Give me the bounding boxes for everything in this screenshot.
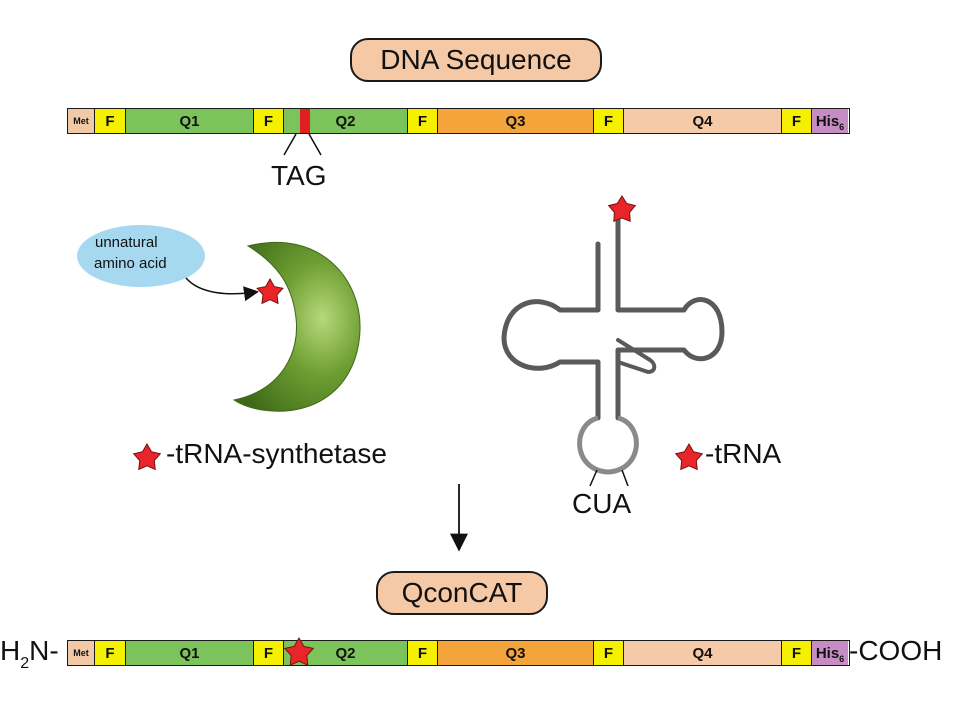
segment-met-label: Met xyxy=(73,648,89,658)
amino-acid-arrow xyxy=(185,277,259,302)
segment-f-label: F xyxy=(105,644,115,662)
trna-legend-star xyxy=(674,442,704,471)
segment-q2-label: Q2 xyxy=(335,112,356,130)
segment-f-label: F xyxy=(603,112,614,130)
trna-structure xyxy=(501,217,725,421)
segment-f-label: F xyxy=(791,112,802,130)
segment-q4-label: Q4 xyxy=(692,644,713,662)
segment-his-subscript: 6 xyxy=(839,654,845,664)
cua-label: CUA xyxy=(572,488,632,519)
n-terminus-rest: N- xyxy=(29,635,59,666)
n-terminus-subscript: 2 xyxy=(20,655,30,672)
dna-sequence-title: DNA Sequence xyxy=(350,38,602,82)
segment-f: F xyxy=(254,109,284,133)
trna-anticodon-loop xyxy=(577,415,639,475)
trna-synthetase-shape xyxy=(232,241,361,412)
unnatural-amino-acid-star xyxy=(256,277,284,305)
qconcat-title-text: QconCAT xyxy=(401,577,523,608)
segment-f: F xyxy=(782,641,812,665)
segment-his-label: His xyxy=(815,644,840,662)
n-terminus-label: H2N- xyxy=(0,635,59,672)
incorporated-amino-acid-star xyxy=(283,636,315,667)
dna-sequence-title-text: DNA Sequence xyxy=(380,44,572,75)
synthetase-legend-star xyxy=(132,442,162,471)
segment-f: F xyxy=(594,641,624,665)
synthetase-legend-label: -tRNA-synthetase xyxy=(166,438,387,469)
segment-f: F xyxy=(782,109,812,133)
segment-q1-label: Q1 xyxy=(179,644,200,662)
segment-f: F xyxy=(95,109,126,133)
trna-legend-label: -tRNA xyxy=(705,438,782,469)
segment-q3-label: Q3 xyxy=(505,112,526,130)
segment-f-label: F xyxy=(263,112,274,130)
segment-met: Met xyxy=(68,641,95,665)
segment-q4-label: Q4 xyxy=(692,112,713,130)
segment-f: F xyxy=(408,109,438,133)
qconcat-title: QconCAT xyxy=(376,571,548,615)
tag-connector xyxy=(283,133,322,156)
c-terminus-label: -COOH xyxy=(849,635,943,666)
segment-f-label: F xyxy=(791,644,802,662)
segment-q1: Q1 xyxy=(126,109,254,133)
segment-f-label: F xyxy=(263,644,274,662)
segment-f: F xyxy=(594,109,624,133)
segment-his-subscript: 6 xyxy=(839,122,845,132)
segment-his-label: His xyxy=(815,112,840,130)
segment-f-label: F xyxy=(417,644,428,662)
segment-f: F xyxy=(95,641,126,665)
segment-f-label: F xyxy=(603,644,614,662)
segment-q4: Q4 xyxy=(624,109,782,133)
tag-codon-marker xyxy=(300,109,310,133)
cua-connector xyxy=(589,469,629,487)
unnatural-amino-acid-bubble xyxy=(77,225,205,287)
segment-f: F xyxy=(408,641,438,665)
segment-q3: Q3 xyxy=(438,641,594,665)
segment-met: Met xyxy=(68,109,95,133)
segment-q2: Q2 xyxy=(284,109,408,133)
segment-q1: Q1 xyxy=(126,641,254,665)
trna-star xyxy=(607,195,637,222)
n-terminus-h: H xyxy=(0,635,21,666)
tag-label: TAG xyxy=(271,160,327,191)
segment-met-label: Met xyxy=(73,116,89,126)
segment-f-label: F xyxy=(105,112,115,130)
segment-f: F xyxy=(254,641,284,665)
segment-q3: Q3 xyxy=(438,109,594,133)
unnatural-line1: unnatural xyxy=(95,234,158,251)
segment-q3-label: Q3 xyxy=(505,644,526,662)
unnatural-line2: amino acid xyxy=(94,255,167,272)
segment-q1-label: Q1 xyxy=(179,112,200,130)
segment-f-label: F xyxy=(417,112,428,130)
segment-q4: Q4 xyxy=(624,641,782,665)
segment-q2-label: Q2 xyxy=(335,644,356,662)
